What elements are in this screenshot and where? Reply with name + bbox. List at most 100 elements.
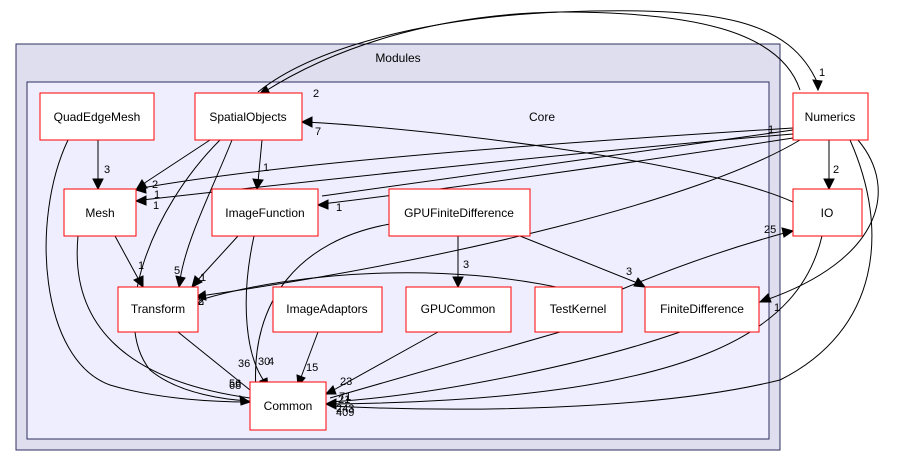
edge-testkernel-io (619, 231, 789, 291)
arrowhead (134, 183, 147, 194)
arrowhead (452, 276, 464, 289)
node-gpufinitedifference[interactable]: GPUFiniteDifference (388, 188, 531, 237)
edge-imageadaptors-common (299, 331, 319, 381)
edge-spatialobjects-imagefunction (257, 139, 263, 183)
edge-label: 3 (463, 259, 469, 271)
edge-gpucommon-common (329, 331, 439, 393)
arrowhead (300, 116, 313, 128)
node-gpucommon[interactable]: GPUCommon (405, 286, 512, 333)
node-label: Transform (131, 302, 185, 316)
node-label: IO (821, 206, 834, 220)
node-label: GPUFiniteDifference (404, 206, 514, 220)
node-label: FiniteDifference (660, 302, 744, 316)
edge-numerics-mesh-a (141, 127, 794, 189)
edge-io-spatialobjects (305, 121, 794, 203)
node-common[interactable]: Common (249, 381, 327, 431)
edge-spatialobjects-common (133, 139, 251, 402)
edge-numerics-imagefunction (321, 137, 794, 205)
edge-label: 2 (833, 164, 839, 176)
edge-label: 68 (229, 380, 241, 392)
edge-transform-common (177, 331, 251, 391)
edge-label: 1 (774, 302, 780, 314)
node-io[interactable]: IO (792, 188, 863, 237)
edge-finitedifference-common (329, 331, 681, 403)
edge-label: 5 (174, 265, 180, 277)
edge-label: 3 (626, 266, 632, 278)
edge-spatialobjects-mesh (139, 139, 211, 187)
edge-label: 1 (819, 67, 825, 79)
edge-label: 36 (238, 358, 250, 370)
edge-labels: 1 2 7 3 1 2 1 1 1 1 2 1 5 1 3 3 25 2 8 1… (104, 67, 839, 419)
edge-label: 2 (198, 296, 204, 308)
edge-numerics-common (329, 139, 873, 410)
edge-gpufinitedifference-common (255, 223, 391, 391)
edge-imagefunction-transform (195, 235, 239, 283)
node-label: ImageFunction (225, 206, 304, 220)
edge-label: 243 (336, 403, 354, 415)
arrowhead (633, 277, 647, 288)
edge-label: 3 (104, 164, 110, 176)
edge-label: 1 (154, 189, 160, 201)
node-label: GPUCommon (421, 302, 496, 316)
edge-mesh-transform (114, 235, 141, 283)
node-label: ImageAdaptors (286, 302, 367, 316)
edge-io-common (329, 235, 823, 405)
node-label: QuadEdgeMesh (54, 110, 141, 124)
arrowhead (92, 178, 104, 191)
edge-testkernel-transform (199, 272, 571, 301)
edge-label: 1 (768, 124, 774, 136)
edge-label: 21 (338, 394, 350, 406)
node-testkernel[interactable]: TestKernel (534, 286, 623, 333)
edges (45, 10, 879, 410)
edge-quadedgemesh-common (45, 139, 251, 403)
edge-label: 2 (313, 88, 319, 100)
edge-numerics-transform (199, 139, 801, 297)
node-mesh[interactable]: Mesh (63, 188, 137, 237)
edge-label: 7 (315, 126, 321, 138)
node-finitedifference[interactable]: FiniteDifference (644, 286, 760, 333)
edge-label: 1 (263, 162, 269, 174)
edge-imagefunction-numerics (321, 129, 794, 197)
edge-label: 56 (229, 378, 241, 390)
edge-label: 4 (268, 356, 274, 368)
arrowhead (191, 275, 203, 288)
arrowhead (823, 178, 835, 191)
node-label: Common (264, 399, 313, 413)
arrowhead (324, 385, 337, 395)
node-numerics[interactable]: Numerics (792, 92, 869, 141)
edge-gpufinitedifference-finitedifference (519, 235, 641, 285)
edge-spatialobjects-transform (179, 139, 233, 281)
edge-mesh-common (76, 235, 251, 399)
arrowhead (758, 293, 772, 303)
node-label: TestKernel (550, 302, 607, 316)
cluster-modules-label: Modules (375, 51, 420, 65)
cluster-core (26, 81, 770, 440)
edge-testkernel-common (329, 331, 561, 399)
arrowhead (133, 275, 144, 289)
edge-label: 2 (152, 179, 158, 191)
node-spatialobjects[interactable]: SpatialObjects (194, 92, 303, 141)
edge-numerics-spatialobjects (263, 11, 801, 93)
edge-label: 1 (200, 272, 206, 284)
arrowhead (239, 395, 252, 406)
edge-label: 1 (153, 200, 159, 212)
edge-numerics-finitedifference (765, 139, 879, 301)
node-imagefunction[interactable]: ImageFunction (211, 188, 319, 237)
node-quadedgemesh[interactable]: QuadEdgeMesh (39, 92, 155, 141)
edge-label: 8 (198, 296, 204, 308)
edge-label: 15 (306, 362, 318, 374)
node-transform[interactable]: Transform (117, 286, 199, 333)
cluster-core-label: Core (529, 110, 555, 124)
node-imageadaptors[interactable]: ImageAdaptors (272, 286, 383, 333)
edge-label: 23 (340, 376, 352, 388)
arrowhead (134, 195, 147, 206)
edge-label: 30 (258, 356, 270, 368)
edge-label: 1 (138, 260, 144, 272)
arrowhead (324, 398, 337, 410)
arrowhead (316, 199, 329, 210)
node-label: SpatialObjects (209, 110, 286, 124)
arrowhead (252, 178, 264, 191)
edge-label: 409 (336, 407, 354, 419)
edge-imagefunction-common (245, 235, 269, 387)
